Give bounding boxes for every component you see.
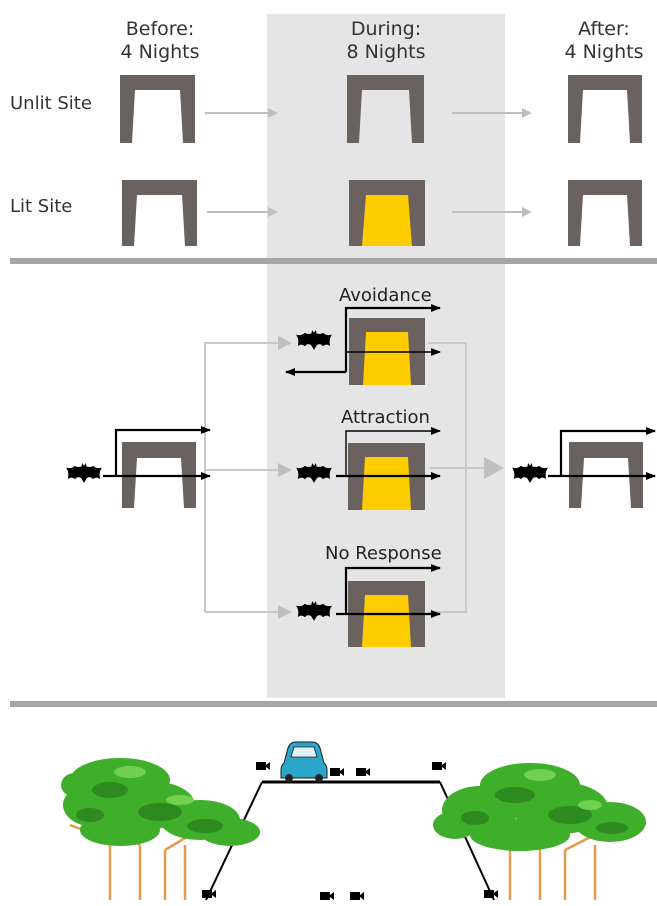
- camera-icon: [484, 890, 498, 898]
- camera-icon: [320, 892, 334, 900]
- section-divider-bottom: [10, 701, 657, 707]
- response-label-avoidance: Avoidance: [339, 285, 432, 306]
- culvert-lit-during-illuminated: [349, 180, 425, 246]
- bat-icon: [66, 463, 102, 483]
- before-nights: 4 Nights: [120, 41, 200, 63]
- flight-paths-attraction: [336, 427, 441, 480]
- camera-icon: [356, 768, 370, 776]
- section-divider-top: [10, 258, 657, 264]
- before-title: Before:: [125, 18, 195, 40]
- culvert-response-before: [122, 442, 196, 508]
- response-label-no-response: No Response: [325, 543, 442, 564]
- bat-icon: [512, 463, 548, 483]
- flight-paths-after: [548, 427, 656, 480]
- culvert-lit-before: [122, 180, 197, 246]
- tree-left: [61, 758, 260, 900]
- camera-icon: [350, 892, 364, 900]
- after-title: After:: [578, 18, 630, 40]
- column-header-during: During: 8 Nights: [327, 18, 445, 64]
- culvert-response-after: [569, 442, 643, 508]
- vehicle-icon: [280, 741, 328, 782]
- after-nights: 4 Nights: [564, 41, 644, 63]
- row-label-lit: Lit Site: [10, 196, 73, 217]
- camera-icon: [330, 768, 344, 776]
- column-header-after: After: 4 Nights: [551, 18, 657, 64]
- flight-paths-no-response: [336, 564, 441, 618]
- column-header-before: Before: 4 Nights: [105, 18, 215, 64]
- during-nights: 8 Nights: [346, 41, 426, 63]
- flight-paths-before: [103, 426, 211, 480]
- camera-icon: [256, 762, 270, 770]
- tree-right: [433, 763, 646, 900]
- period-flow-arrows: [205, 108, 532, 217]
- during-title: During:: [350, 18, 422, 40]
- response-label-attraction: Attraction: [341, 407, 430, 428]
- culvert-lit-after: [568, 180, 642, 246]
- camera-icon: [432, 762, 446, 770]
- culvert-unlit-during: [347, 75, 424, 143]
- camera-icon: [202, 890, 216, 898]
- culvert-unlit-before: [120, 75, 195, 143]
- row-label-unlit: Unlit Site: [10, 93, 92, 114]
- flight-paths-avoidance: [285, 304, 441, 376]
- culvert-unlit-after: [568, 75, 642, 143]
